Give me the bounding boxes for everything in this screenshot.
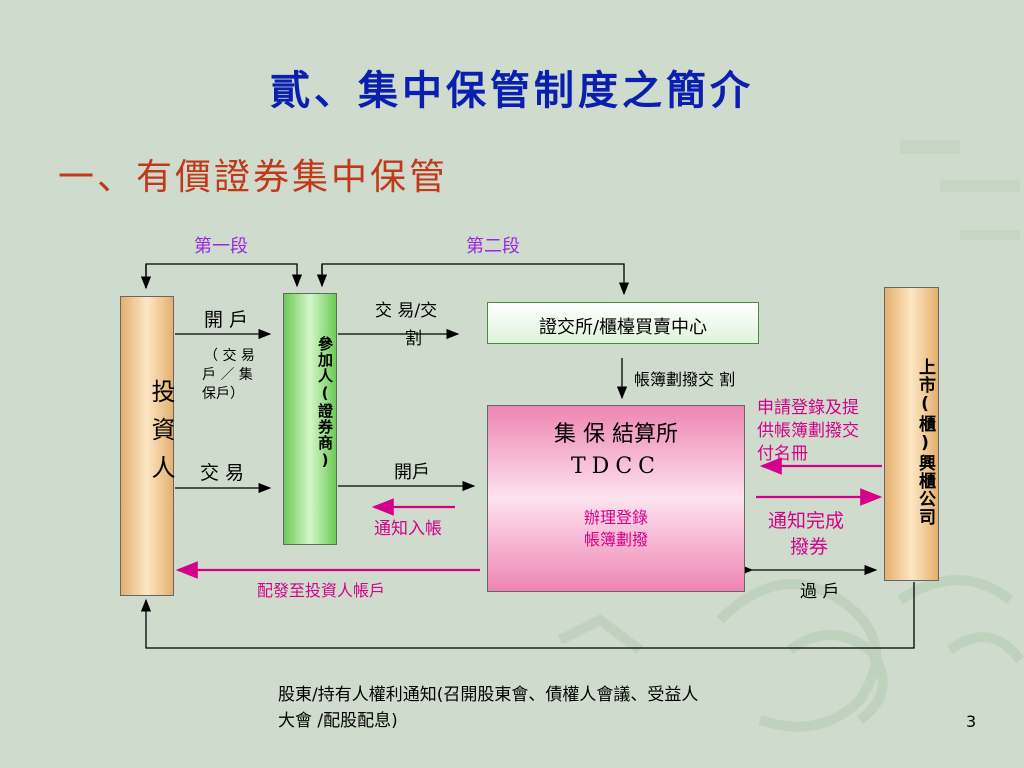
label-register-request-3: 付名冊: [757, 444, 808, 464]
label-register-request-2: 供帳簿劃撥交: [757, 421, 859, 441]
broker-label: 參加人(證券商): [316, 336, 334, 470]
page-title: 貳、集中保管制度之簡介: [270, 67, 754, 114]
investor-box: 投資人: [120, 296, 175, 596]
exchange-box: 證交所/櫃檯買賣中心: [487, 302, 759, 344]
exchange-label: 證交所/櫃檯買賣中心: [538, 317, 708, 338]
label-account-type-2: 戶 ／ 集: [202, 367, 253, 383]
page-subtitle: 一、有價證券集中保管: [58, 157, 449, 198]
label-account-type-3: 保戶）: [202, 386, 244, 402]
issuer-label: 上市(櫃)興櫃公司: [915, 358, 935, 526]
page-number: 3: [966, 712, 977, 731]
label-open-account: 開 戶: [204, 309, 249, 331]
tdcc-box: 集 保 結算所 TDCC 辦理登錄 帳簿劃撥: [487, 405, 745, 592]
tdcc-task-book-entry: 帳簿劃撥: [583, 530, 648, 549]
footer-note-line-2: 大會 /配股配息): [278, 711, 398, 731]
label-notify-done-1: 通知完成: [768, 510, 845, 532]
label-notify-done-2: 撥券: [790, 536, 829, 558]
arrow-rights-notice: [140, 582, 915, 649]
investor-label: 投資人: [147, 379, 175, 493]
label-register-request-1: 申請登錄及提: [757, 398, 859, 418]
tdcc-code: TDCC: [571, 454, 661, 479]
issuer-box: 上市(櫃)興櫃公司: [884, 287, 939, 581]
label-transfer: 過 戶: [800, 582, 840, 602]
label-notify-credit: 通知入帳: [374, 519, 442, 539]
stage-first-bracket: [145, 263, 303, 288]
label-trade-settle-1: 交 易/交: [375, 301, 438, 321]
label-distribute: 配發至投資人帳戶: [257, 581, 386, 600]
footer-note-line-1: 股東/持有人權利通知(召開股東會、債權人會議、受益人: [278, 685, 699, 705]
tdcc-name: 集 保 結算所: [554, 422, 678, 447]
label-broker-open-account: 開戶: [394, 462, 430, 483]
label-book-entry-settle: 帳簿劃撥交 割: [634, 370, 736, 389]
tdcc-task-register: 辦理登錄: [583, 508, 648, 527]
label-trade: 交 易: [200, 462, 245, 484]
stage-second-bracket: [321, 263, 630, 296]
label-trade-settle-2: 割: [405, 329, 422, 349]
stage-second-label: 第二段: [466, 236, 520, 257]
label-account-type-1: （ 交 易: [204, 348, 255, 364]
broker-box: 參加人(證券商): [283, 293, 337, 545]
stage-first-label: 第一段: [194, 236, 248, 257]
